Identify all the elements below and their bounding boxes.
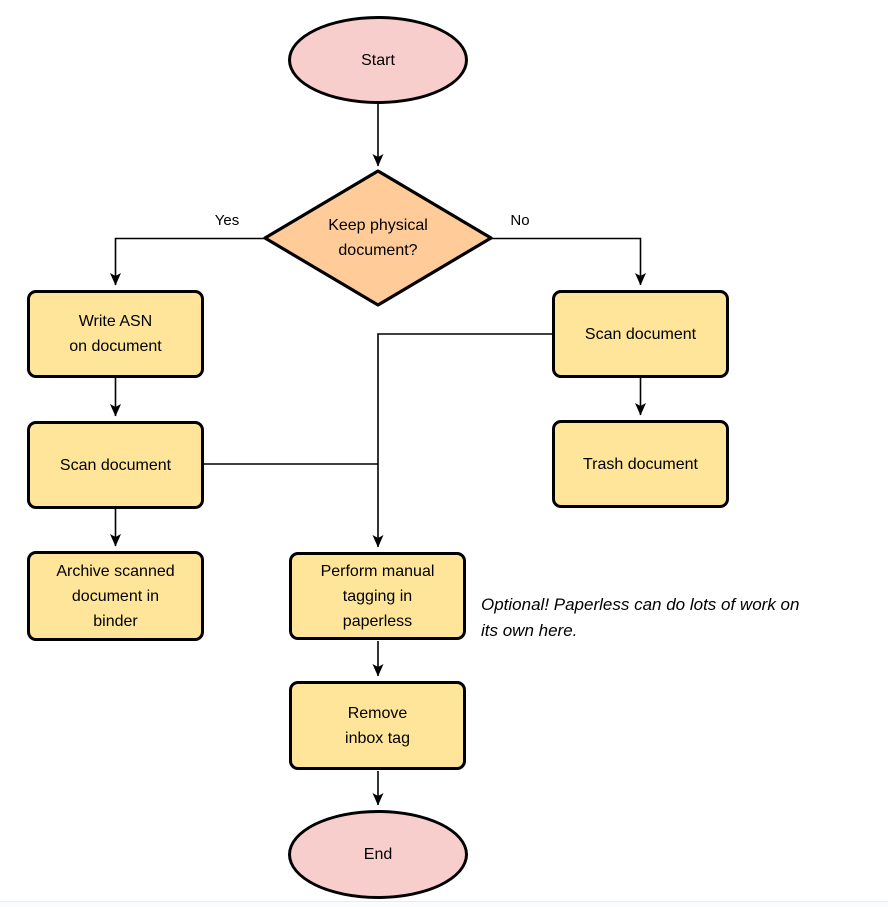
edge-label-no: No: [498, 212, 542, 230]
node-remove-inbox-tag: Remove inbox tag: [289, 681, 466, 770]
node-write-asn-on-document: Write ASN on document: [27, 290, 204, 378]
edge-no-to-scan-right: [490, 237, 646, 286]
page-bottom-edge: [0, 901, 888, 907]
node-scan-document-right: Scan document: [552, 290, 729, 378]
node-perform-manual-tagging: Perform manual tagging in paperless: [289, 552, 466, 640]
node-keep-physical-document: Keep physical document?: [328, 217, 428, 259]
edge-scan-right-to-tagging: [372, 333, 552, 548]
node-archive-scanned-document: Archive scanned document in binder: [27, 551, 204, 641]
edge-yes-to-write-asn: [110, 237, 265, 286]
annotation-optional-paperless: Optional! Paperless can do lots of work …: [481, 595, 800, 640]
node-scan-document-left: Scan document: [27, 421, 204, 509]
edge-label-yes: Yes: [205, 212, 249, 230]
node-start: Start: [288, 16, 468, 104]
node-end: End: [288, 810, 468, 899]
node-trash-document: Trash document: [552, 420, 729, 508]
decision-shape: [263, 169, 493, 307]
